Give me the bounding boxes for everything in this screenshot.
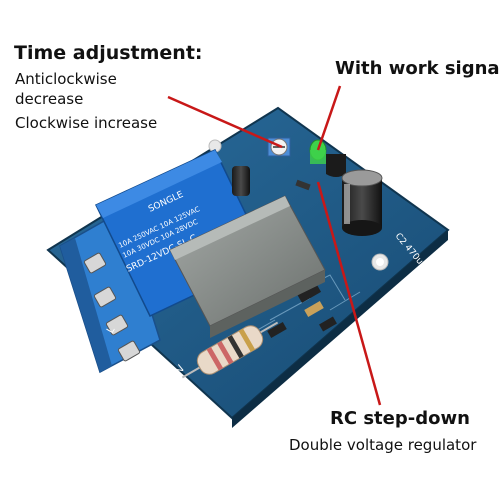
- pointer-lines: [167, 85, 382, 406]
- transistor: [326, 154, 346, 177]
- annotation-work-signal: With work signal: [335, 58, 500, 79]
- terminal-label-l: L: [105, 325, 118, 336]
- small-capacitor: [232, 166, 250, 196]
- annotation-time-adjustment: Time adjustment:: [14, 42, 203, 64]
- annotation-rc-step-down: RC step-down: [330, 408, 470, 429]
- annotation-decrease: decrease: [15, 90, 84, 108]
- electrolytic-capacitor: [341, 169, 383, 236]
- annotation-clockwise-increase: Clockwise increase: [15, 114, 158, 132]
- pointer-rc-step-down: [316, 181, 382, 406]
- diode: [295, 179, 311, 191]
- terminal-label-n: N: [123, 360, 136, 372]
- green-led: [309, 139, 327, 164]
- annotation-double-voltage-regulator: Double voltage regulator: [289, 436, 477, 454]
- pointer-time-adjustment: [167, 95, 283, 149]
- annotation-anticlockwise: Anticlockwise: [15, 70, 117, 88]
- pointer-work-signal: [316, 85, 342, 151]
- terminal-block: [59, 210, 161, 374]
- gray-component-box: [169, 195, 326, 338]
- resistor: [181, 321, 279, 379]
